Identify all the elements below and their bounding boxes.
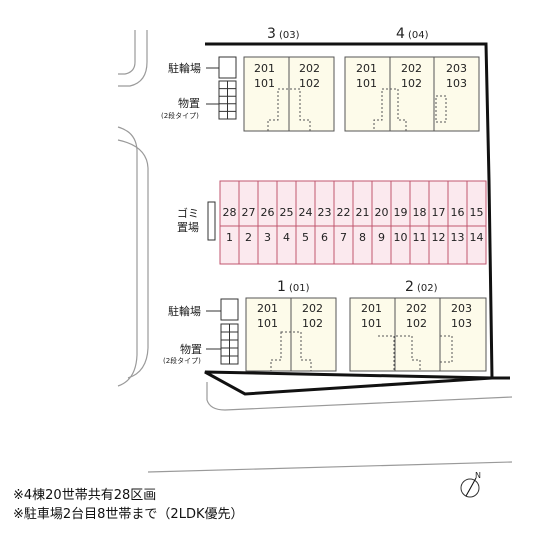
north-arrow: N [460,471,481,498]
storage-sub-label-bottom: (2段タイプ) [163,356,201,365]
note-1: ※4棟20世帯共有28区画 [13,488,157,503]
parking-space-number: 18 [413,206,427,219]
building-1-stair [270,331,312,372]
building-3-unit-2-upper: 202 [299,62,320,75]
parking-space-number: 16 [451,206,465,219]
parking-space-number: 23 [318,206,332,219]
note-2: ※駐車場2台目8世帯まで（2LDK優先） [13,507,244,522]
parking-space-number: 4 [283,231,290,244]
garbage-station [207,201,216,241]
building-4-unit-1-lower: 101 [356,77,377,90]
building-2-unit-1-upper: 201 [361,302,382,315]
building-4-stair [373,88,407,132]
parking-space-number: 5 [302,231,309,244]
building-3-stair [267,88,311,132]
storage-unit-top [218,80,237,120]
parking-space-number: 26 [261,206,275,219]
parking-space-number: 2 [245,231,252,244]
parking-space-number: 10 [394,231,408,244]
north-label: N [475,471,481,480]
building-3-code: (03) [279,30,300,41]
parking-space-number: 27 [242,206,256,219]
parking-space-number: 11 [413,231,427,244]
building-2-body [349,297,487,372]
parking-space-number: 1 [226,231,233,244]
building-1-unit-1-upper: 201 [257,302,278,315]
parking-space-number: 19 [394,206,408,219]
building-2-stair [440,335,453,363]
storage-label-top: 物置 [178,96,200,110]
storage-sub-label-top: (2段タイプ) [161,111,199,120]
building-1-unit-2-upper: 202 [302,302,323,315]
bike-parking-label-bottom: 駐輪場 [168,304,201,318]
building-2-code: (02) [417,283,438,294]
building-1-code: (01) [289,283,310,294]
building-2-unit-3-upper: 203 [451,302,472,315]
building-4-code: (04) [408,30,429,41]
building-4-number: 4 [396,26,405,42]
roads [117,30,513,473]
building-4-unit-1-upper: 201 [356,62,377,75]
parking-space-number: 7 [340,231,347,244]
parking-space-number: 3 [264,231,271,244]
parking-space-number: 8 [359,231,366,244]
north-arrow-needle [465,477,477,497]
parking-space [466,225,487,265]
parking-space-number: 17 [432,206,446,219]
building-2-unit-2-lower: 102 [406,317,427,330]
parking-space-number: 6 [321,231,328,244]
parking-space-number: 15 [470,206,484,219]
parking-space-number: 14 [470,231,484,244]
building-4-unit-3-lower: 103 [446,77,467,90]
building-1-unit-2-lower: 102 [302,317,323,330]
parking-space-number: 9 [378,231,385,244]
building-1-number: 1 [277,279,286,295]
building-3-number: 3 [267,26,276,42]
building-3-unit-1-upper: 201 [254,62,275,75]
building-4-stair [435,95,447,123]
storage-unit-bottom [220,323,239,365]
building-2-unit-2-upper: 202 [406,302,427,315]
building-3-unit-2-lower: 102 [299,77,320,90]
parking-space-number: 22 [337,206,351,219]
parking-space-number: 13 [451,231,465,244]
building-2-unit-3-lower: 103 [451,317,472,330]
building-4-unit-2-upper: 202 [401,62,422,75]
garbage-label-1: ゴミ [177,206,199,220]
parking-space-number: 21 [356,206,370,219]
building-4-unit-3-upper: 203 [446,62,467,75]
building-4-body [344,56,480,132]
building-4 [344,56,480,132]
bike-parking-label-top: 駐輪場 [168,61,201,75]
bike-parking-box-bottom [220,298,239,321]
building-2-number: 2 [405,279,414,295]
parking-area: 28 1 27 2 26 3 25 4 24 5 23 6 22 7 21 8 20 9 19 10 18 11 17 12 1… [219,180,487,265]
parking-space-number: 20 [375,206,389,219]
building-3 [243,56,335,132]
garbage-label-2: 置場 [177,221,199,234]
parking-space-number: 25 [280,206,294,219]
bike-parking-box-top [218,56,237,79]
building-4-unit-2-lower: 102 [401,77,422,90]
parking-space-number: 28 [223,206,237,219]
building-1 [245,297,337,372]
building-2-stair [378,335,421,371]
building-3-unit-1-lower: 101 [254,77,275,90]
storage-label-bottom: 物置 [180,342,202,356]
parking-space-number: 12 [432,231,446,244]
building-2-unit-1-lower: 101 [361,317,382,330]
parking-space-number: 24 [299,206,313,219]
building-1-unit-1-lower: 101 [257,317,278,330]
building-2 [349,297,487,372]
lot-boundary [204,42,510,396]
